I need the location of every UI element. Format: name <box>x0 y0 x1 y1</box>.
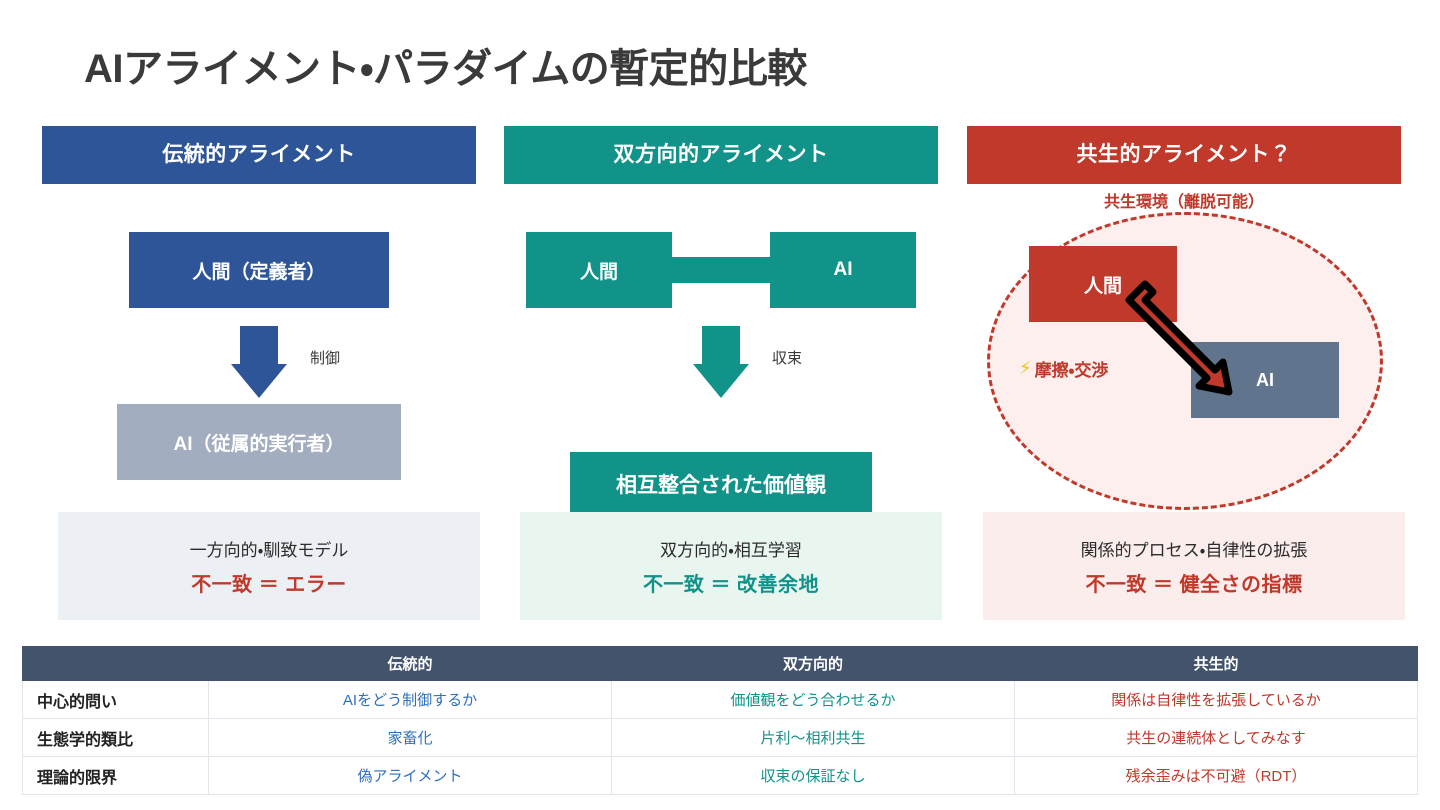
arrow-label-control: 制御 <box>310 350 341 367</box>
table-row: 理論的限界 偽アライメント 収束の保証なし 残余歪みは不可避（RDT） <box>22 756 1418 795</box>
table-row: 中心的問い AIをどう制御するか 価値観をどう合わせるか 関係は自律性を拡張して… <box>22 680 1418 719</box>
column-header-bidirectional: 双方向的アライメント <box>504 126 938 184</box>
arrow-down-icon-traditional-head <box>231 364 287 398</box>
summary-bidirectional: 双方向的・相互学習 不一致 ＝ 改善余地 <box>520 512 942 620</box>
table-cell-traditional: 偽アライメント <box>208 756 612 795</box>
arrow-label-convergence: 収束 <box>772 350 803 367</box>
bolt-icon: ⚡ <box>1019 358 1032 378</box>
diagram-bidirectional: 人間 AI 収束 相互整合された価値観 <box>504 184 938 516</box>
table-header-traditional: 伝統的 <box>208 646 612 681</box>
table-cell-symbiotic: 残余歪みは不可避（RDT） <box>1014 756 1418 795</box>
arrow-down-icon-bidirectional-head <box>693 364 749 398</box>
diagram-traditional: 人間（定義者） 制御 AI（従属的実行者） <box>42 184 476 514</box>
table-row-label: 中心的問い <box>22 680 209 719</box>
summary-desc-symbiotic: 関係的プロセス・自律性の拡張 <box>1080 540 1308 560</box>
table-header-bidirectional: 双方向的 <box>611 646 1015 681</box>
summary-verdict-bidirectional: 不一致 ＝ 改善余地 <box>642 573 820 596</box>
node-human: 人間 <box>526 232 672 308</box>
table-cell-symbiotic: 共生の連続体としてみなす <box>1014 718 1418 757</box>
summary-verdict-symbiotic: 不一致 ＝ 健全さの指標 <box>1085 573 1303 596</box>
node-human-symbiotic: 人間 <box>1029 246 1177 322</box>
summary-traditional: 一方向的・馴致モデル 不一致 ＝ エラー <box>58 512 480 620</box>
node-ai-symbiotic: AI <box>1191 342 1339 418</box>
node-human-definer: 人間（定義者） <box>129 232 389 308</box>
friction-negotiation-label: ⚡ 摩擦・交渉 <box>1019 356 1108 381</box>
symbiotic-environment-label: 共生環境（離脱可能） <box>1103 194 1264 211</box>
summary-verdict-traditional: 不一致 ＝ エラー <box>191 573 347 596</box>
table-cell-traditional: 家畜化 <box>208 718 612 757</box>
node-ai: AI <box>770 232 916 308</box>
summary-symbiotic: 関係的プロセス・自律性の拡張 不一致 ＝ 健全さの指標 <box>983 512 1405 620</box>
friction-negotiation-text: 摩擦・交渉 <box>1034 361 1109 380</box>
table-cell-bidirectional: 収束の保証なし <box>611 756 1015 795</box>
diagram-symbiotic: 共生環境（離脱可能） 人間 AI ⚡ 摩擦・交渉 <box>967 184 1401 514</box>
column-traditional: 伝統的アライメント 人間（定義者） 制御 AI（従属的実行者） <box>42 126 476 626</box>
summary-desc-bidirectional: 双方向的・相互学習 <box>660 540 802 560</box>
table-cell-bidirectional: 価値観をどう合わせるか <box>611 680 1015 719</box>
node-ai-subordinate: AI（従属的実行者） <box>117 404 401 480</box>
table-cell-bidirectional: 片利〜相利共生 <box>611 718 1015 757</box>
table-corner-cell <box>22 646 209 681</box>
column-symbiotic: 共生的アライメント？ 共生環境（離脱可能） 人間 AI ⚡ 摩擦・交渉 <box>967 126 1401 626</box>
table-cell-symbiotic: 関係は自律性を拡張しているか <box>1014 680 1418 719</box>
table-header-row: 伝統的 双方向的 共生的 <box>22 646 1418 681</box>
connector-bar <box>672 257 770 283</box>
page-title: AIアライメント・パラダイムの暫定的比較 <box>84 47 807 91</box>
table-row: 生態学的類比 家畜化 片利〜相利共生 共生の連続体としてみなす <box>22 718 1418 757</box>
column-header-symbiotic: 共生的アライメント？ <box>967 126 1401 184</box>
table-header-symbiotic: 共生的 <box>1014 646 1418 681</box>
node-merged-values: 相互整合された価値観 <box>570 452 872 516</box>
comparison-table: 伝統的 双方向的 共生的 中心的問い AIをどう制御するか 価値観をどう合わせる… <box>22 646 1418 795</box>
column-header-traditional: 伝統的アライメント <box>42 126 476 184</box>
arrow-down-icon-traditional-shaft <box>240 326 278 364</box>
table-row-label: 理論的限界 <box>22 756 209 795</box>
column-bidirectional: 双方向的アライメント 人間 AI 収束 相互整合された価値観 <box>504 126 938 626</box>
summary-desc-traditional: 一方向的・馴致モデル <box>189 540 349 560</box>
table-row-label: 生態学的類比 <box>22 718 209 757</box>
arrow-down-icon-bidirectional-shaft <box>702 326 740 364</box>
table-cell-traditional: AIをどう制御するか <box>208 680 612 719</box>
